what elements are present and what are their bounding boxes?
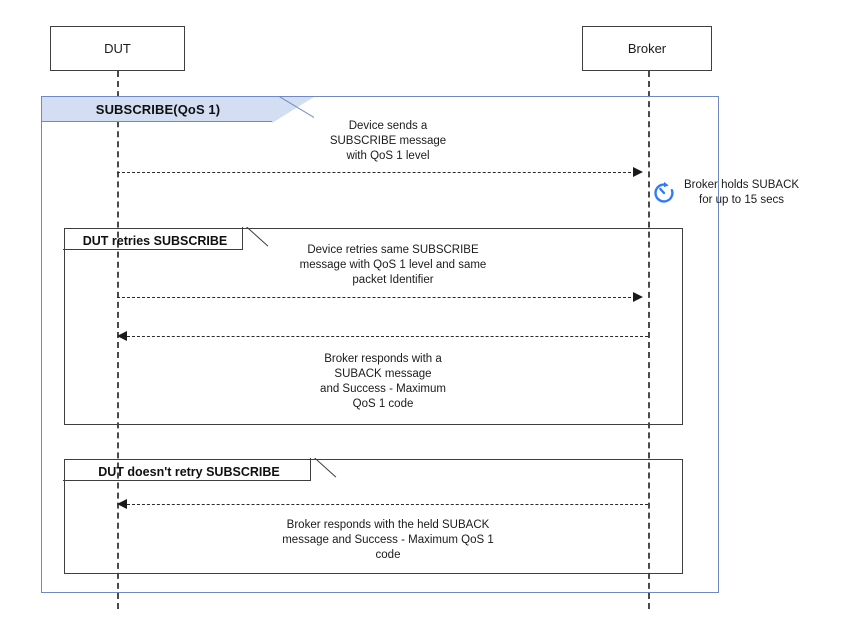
arrowhead-right-subscribe [633,167,643,177]
participant-dut[interactable]: DUT [50,26,185,71]
message-note-held-suback: Broker responds with the held SUBACK mes… [282,519,494,561]
fragment-dut-doesnt-retry-subscribe[interactable]: DUT doesn't retry SUBSCRIBE [63,458,683,574]
timer-icon [654,181,674,203]
annotation-broker-timer-text: Broker holds SUBACK for up to 15 secs [684,179,800,206]
message-note-subscribe-retry: Device retries same SUBSCRIBE message wi… [299,244,487,286]
participant-broker-label: Broker [627,41,667,56]
annotation-broker-timer: Broker holds SUBACK for up to 15 secs [651,178,799,208]
message-line-subscribe [117,172,641,173]
arrowhead-left-held-suback [117,499,127,509]
message-note-suback: Broker responds with a SUBACK message an… [320,353,446,410]
message-line-subscribe-retry [117,297,641,298]
fragment-dut-doesnt-retry-subscribe-label: DUT doesn't retry SUBSCRIBE [98,464,280,479]
lifeline-broker [648,71,650,609]
fragment-subscribe-qos1[interactable]: SUBSCRIBE(QoS 1) [41,96,719,593]
fragment-subscribe-qos1-label: SUBSCRIBE(QoS 1) [95,102,221,117]
fragment-dut-retries-subscribe[interactable]: DUT retries SUBSCRIBE [63,227,683,425]
message-line-held-suback [127,504,648,505]
fragment-dut-doesnt-retry-subscribe-tab-fold [311,458,337,482]
participant-dut-label: DUT [104,41,131,56]
participant-broker[interactable]: Broker [582,26,712,71]
message-note-subscribe: Device sends a SUBSCRIBE message with Qo… [329,120,447,162]
arrowhead-right-subscribe-retry [633,292,643,302]
arrowhead-left-suback [117,331,127,341]
message-line-suback [127,336,648,337]
fragment-dut-retries-subscribe-label: DUT retries SUBSCRIBE [82,233,228,248]
